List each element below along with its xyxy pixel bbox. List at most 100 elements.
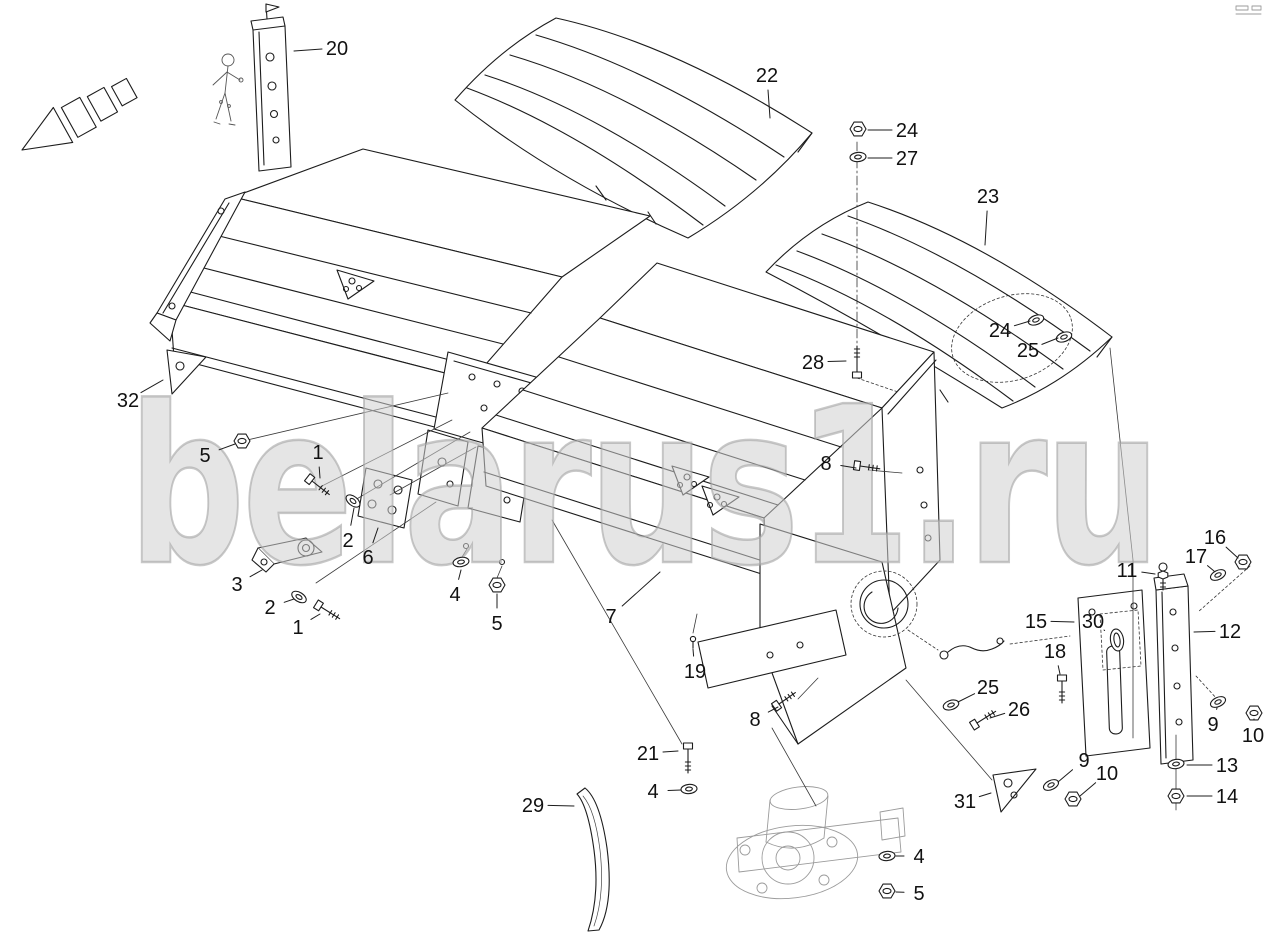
base-assembly	[725, 786, 906, 900]
callout-8: 8	[749, 706, 779, 731]
leader-line	[140, 379, 164, 394]
callout-label: 26	[1008, 699, 1030, 721]
washer-4b-glyph	[680, 783, 698, 795]
callout-25: 25	[957, 677, 999, 703]
flag-icon	[265, 3, 280, 13]
callout-15: 15	[1025, 611, 1075, 633]
callout-label: 8	[749, 709, 760, 731]
bolt-1b-glyph	[312, 599, 341, 620]
nut-10b-glyph	[1245, 705, 1263, 721]
leader-line	[827, 360, 847, 362]
callout-label: 2	[342, 530, 353, 552]
front-apron	[697, 609, 847, 689]
washer-9a-glyph	[1042, 779, 1060, 791]
support-bracket-31	[992, 768, 1037, 813]
leader-line	[293, 48, 323, 52]
washer-9b-glyph	[1209, 696, 1227, 708]
bolt-26-glyph	[968, 710, 997, 731]
callout-label: 5	[913, 883, 924, 905]
callout-label: 29	[522, 795, 544, 817]
callout-label: 24	[896, 120, 918, 142]
callout-10: 10	[1242, 718, 1264, 747]
callout-3: 3	[231, 569, 263, 596]
leader-line	[1079, 782, 1097, 797]
leader-line	[984, 210, 988, 246]
callout-label: 10	[1242, 725, 1264, 747]
callout-label: 4	[647, 781, 658, 803]
leader-line	[1225, 546, 1239, 559]
leader-line	[989, 712, 1006, 719]
callout-22: 22	[756, 65, 778, 119]
latch-assembly	[907, 629, 1071, 660]
leader-line	[350, 507, 355, 526]
nut-24-glyph	[849, 121, 867, 137]
callout-label: 25	[977, 677, 999, 699]
leader-line	[1193, 630, 1216, 633]
leader-line	[662, 750, 679, 753]
callout-label: 5	[491, 613, 502, 635]
callout-32: 32	[117, 379, 164, 412]
callout-label: 14	[1216, 786, 1238, 808]
callout-label: 12	[1219, 621, 1241, 643]
hardware-layer	[233, 121, 1263, 899]
callout-27: 27	[867, 148, 918, 170]
callout-14: 14	[1186, 786, 1238, 808]
washer-13-glyph	[1167, 758, 1185, 770]
housing-right-section	[481, 262, 941, 745]
leader-line	[1057, 665, 1061, 675]
callout-4: 4	[895, 846, 925, 868]
leader-line	[1103, 629, 1106, 631]
leader-line	[767, 706, 779, 713]
callout-label: 1	[312, 442, 323, 464]
bolt-21-glyph	[682, 742, 694, 774]
callout-4: 4	[647, 781, 682, 803]
pivot-bracket-3	[251, 537, 323, 573]
callout-label: 4	[449, 584, 460, 606]
callout-label: 3	[231, 574, 242, 596]
callout-label: 24	[989, 320, 1011, 342]
callout-31: 31	[954, 791, 992, 813]
gusset-32	[166, 349, 207, 395]
leader-line	[1041, 337, 1059, 345]
callout-label: 13	[1216, 755, 1238, 777]
callout-label: 9	[1078, 750, 1089, 772]
nut-5b-glyph	[488, 577, 506, 593]
callout-label: 5	[199, 445, 210, 467]
callout-25: 25	[1017, 337, 1059, 362]
callout-1: 1	[312, 442, 324, 479]
leader-line	[692, 648, 695, 657]
callout-12: 12	[1193, 621, 1241, 643]
callout-29: 29	[522, 795, 575, 817]
callout-label: 7	[605, 606, 616, 628]
callout-label: 11	[1117, 560, 1138, 582]
callout-24: 24	[989, 320, 1031, 342]
sensor-11-glyph	[1157, 562, 1169, 591]
deflector-panel-22	[454, 17, 813, 239]
callout-label: 28	[802, 352, 824, 374]
callout-label: 23	[977, 186, 999, 208]
callout-5: 5	[199, 443, 236, 467]
callout-4: 4	[449, 569, 462, 606]
callout-label: 20	[326, 38, 348, 60]
nav-arrow-icon	[21, 77, 138, 151]
leader-line	[667, 789, 682, 791]
callout-label: 32	[117, 390, 139, 412]
washer-4c-glyph	[878, 850, 896, 862]
bolt-18-glyph	[1056, 674, 1068, 704]
leader-line	[318, 466, 321, 479]
mast-bracket-20	[250, 3, 292, 172]
callout-18: 18	[1044, 641, 1066, 675]
callout-label: 22	[756, 65, 778, 87]
leader-line	[978, 792, 992, 798]
nut-5-glyph	[233, 433, 251, 449]
washer-25-glyph	[1055, 331, 1073, 343]
leader-line	[767, 89, 771, 119]
chain-link-30	[1099, 609, 1142, 671]
callout-label: 4	[913, 846, 924, 868]
bolt-1a-glyph	[303, 473, 330, 496]
callout-6: 6	[362, 527, 379, 569]
callout-label: 2	[264, 597, 275, 619]
leader-line	[1207, 565, 1215, 572]
